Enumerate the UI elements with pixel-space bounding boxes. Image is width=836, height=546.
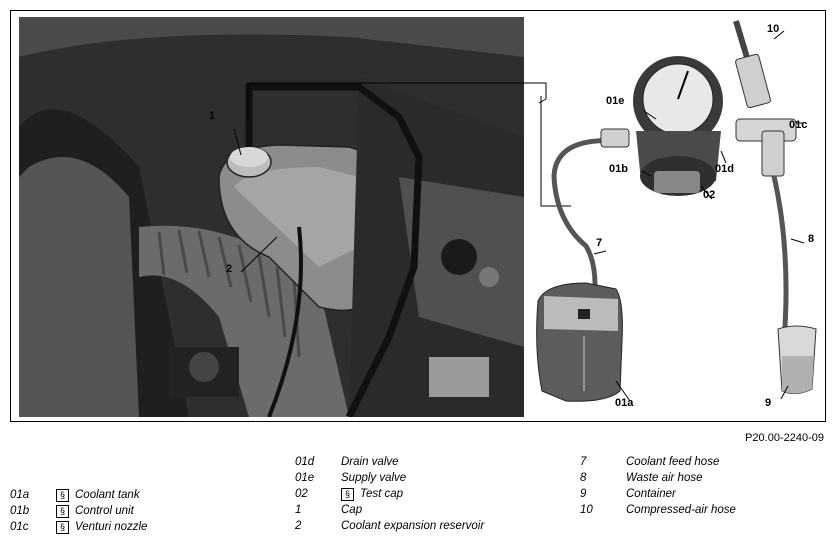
legend-column-3: 7 Coolant feed hose 8 Waste air hose 9 C… xyxy=(580,454,736,518)
legend-text: Control unit xyxy=(75,504,134,517)
section-symbol-icon: § xyxy=(56,520,69,534)
legend-text: Compressed-air hose xyxy=(626,503,736,516)
legend-text: Venturi nozzle xyxy=(75,520,148,533)
legend-item: 01e Supply valve xyxy=(295,470,484,486)
legend-text: Container xyxy=(626,487,676,500)
callout-01b: 01b xyxy=(609,163,628,175)
callout-02: 02 xyxy=(703,189,716,201)
legend-item: 01a § Coolant tank xyxy=(10,487,147,503)
callout-7: 7 xyxy=(596,237,603,249)
legend-item: 7 Coolant feed hose xyxy=(580,454,736,470)
legend-code: 01b xyxy=(10,504,30,517)
legend-code: 10 xyxy=(580,503,593,516)
legend-code: 8 xyxy=(580,471,587,484)
legend-text: Coolant feed hose xyxy=(626,455,720,468)
legend-text: Drain valve xyxy=(341,455,399,468)
legend-code: 1 xyxy=(295,503,302,516)
section-symbol-icon: § xyxy=(341,487,354,501)
callout-01c: 01c xyxy=(789,119,808,131)
legend-text: Coolant expansion reservoir xyxy=(341,519,485,532)
legend-code: 01a xyxy=(10,488,30,501)
legend-item: 02 § Test cap xyxy=(295,486,484,502)
callout-01e: 01e xyxy=(606,95,625,107)
legend-text: Test cap xyxy=(360,487,404,500)
legend-text: Waste air hose xyxy=(626,471,703,484)
test-apparatus xyxy=(536,20,817,402)
legend-item: 8 Waste air hose xyxy=(580,470,736,486)
legend-code: 2 xyxy=(295,519,302,532)
callout-01a: 01a xyxy=(615,397,634,409)
legend-code: 01c xyxy=(10,520,29,533)
legend-code: 01d xyxy=(295,455,315,468)
callout-2: 2 xyxy=(226,263,233,275)
legend-code: 9 xyxy=(580,487,587,500)
legend-item: 10 Compressed-air hose xyxy=(580,502,736,518)
callout-9: 9 xyxy=(765,397,772,409)
legend-code: 7 xyxy=(580,455,587,468)
section-symbol-icon: § xyxy=(56,504,69,518)
legend-item: 2 Coolant expansion reservoir xyxy=(295,518,484,534)
legend-text: Coolant tank xyxy=(75,488,140,501)
engine-bay-photo xyxy=(19,17,524,417)
legend-item: 9 Container xyxy=(580,486,736,502)
legend-item: 01c § Venturi nozzle xyxy=(10,519,147,535)
legend-item: 01d Drain valve xyxy=(295,454,484,470)
legend-code: 01e xyxy=(295,471,315,484)
callout-01d: 01d xyxy=(715,163,734,175)
legend-code: 02 xyxy=(295,487,308,500)
legend-item: 01b § Control unit xyxy=(10,503,147,519)
callout-8: 8 xyxy=(808,233,815,245)
figure-reference: P20.00-2240-09 xyxy=(745,432,824,444)
section-symbol-icon: § xyxy=(56,488,69,502)
legend-item: 1 Cap xyxy=(295,502,484,518)
legend-column-1: 01a § Coolant tank 01b § Control unit 01… xyxy=(10,487,147,535)
legend-text: Cap xyxy=(341,503,363,516)
callout-1: 1 xyxy=(209,110,216,122)
legend-text: Supply valve xyxy=(341,471,407,484)
legend-column-2: 01d Drain valve 01e Supply valve 02 § Te… xyxy=(295,454,484,534)
callout-10: 10 xyxy=(767,23,780,35)
figure-frame: 1 2 10 01e 01c 01b 01d 02 7 8 01a 9 xyxy=(10,10,826,422)
